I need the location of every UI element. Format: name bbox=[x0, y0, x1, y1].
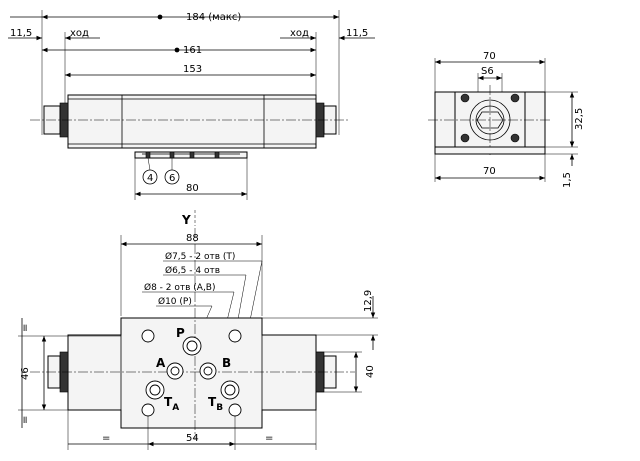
dim-side-thickness: 1,5 bbox=[562, 172, 573, 188]
dim-side-height: 32,5 bbox=[574, 108, 585, 130]
callout-holes-t: Ø7,5 - 2 отв (T) bbox=[165, 251, 235, 262]
label-port-p: P bbox=[176, 326, 185, 340]
label-port-ta: TA bbox=[164, 395, 179, 413]
equal-mark-left-top: = bbox=[20, 324, 31, 332]
valve-body-plan bbox=[67, 317, 317, 429]
dim-total-length: 184 (макс) bbox=[186, 12, 241, 23]
dim-plan-offset-top: 12,9 bbox=[363, 290, 374, 312]
svg-text:4: 4 bbox=[147, 173, 153, 184]
side-view: 70 S6 32,5 1,5 70 bbox=[428, 51, 585, 188]
dim-plan-height-46: 46 bbox=[20, 367, 31, 380]
callout-item-6 bbox=[164, 169, 180, 185]
dim-offset-right: 11,5 bbox=[346, 28, 368, 39]
dim-side-key: S6 bbox=[481, 66, 494, 77]
dim-base-80: 80 bbox=[186, 183, 199, 194]
valve-body-front bbox=[67, 94, 317, 149]
label-port-tb: TB bbox=[208, 395, 223, 413]
svg-text:6: 6 bbox=[169, 173, 175, 184]
dim-stroke-left: ход bbox=[70, 28, 89, 39]
dim-side-width-bottom: 70 bbox=[483, 166, 496, 177]
equal-mark-bottom-left: = bbox=[102, 433, 110, 444]
plan-view: Y 88 Ø7,5 - 2 отв (T) Ø6,5 - 4 отв Ø8 - … bbox=[18, 210, 378, 450]
dim-plan-length-54: 54 bbox=[186, 433, 199, 444]
callout-item-4 bbox=[142, 169, 158, 185]
callout-holes-ab: Ø8 - 2 отв (A,B) bbox=[144, 282, 216, 293]
front-view: 184 (макс) 11,5 ход ход 11,5 161 153 bbox=[8, 10, 375, 200]
dim-plan-width: 88 bbox=[186, 233, 199, 244]
dim-offset-left: 11,5 bbox=[10, 28, 32, 39]
dim-side-width-top: 70 bbox=[483, 51, 496, 62]
label-port-a: A bbox=[156, 356, 166, 370]
dim-plan-height-40: 40 bbox=[365, 365, 376, 378]
dim-length-153: 153 bbox=[183, 64, 202, 75]
callout-hole-p: Ø10 (P) bbox=[158, 296, 192, 307]
dim-length-161: 161 bbox=[183, 45, 202, 56]
dim-stroke-right: ход bbox=[290, 28, 309, 39]
axis-label-y: Y bbox=[181, 213, 191, 227]
label-port-b: B bbox=[222, 356, 231, 370]
callout-holes-mount: Ø6,5 - 4 отв bbox=[165, 265, 220, 276]
equal-mark-bottom-right: = bbox=[265, 433, 273, 444]
equal-mark-left-bottom: = bbox=[20, 416, 31, 424]
